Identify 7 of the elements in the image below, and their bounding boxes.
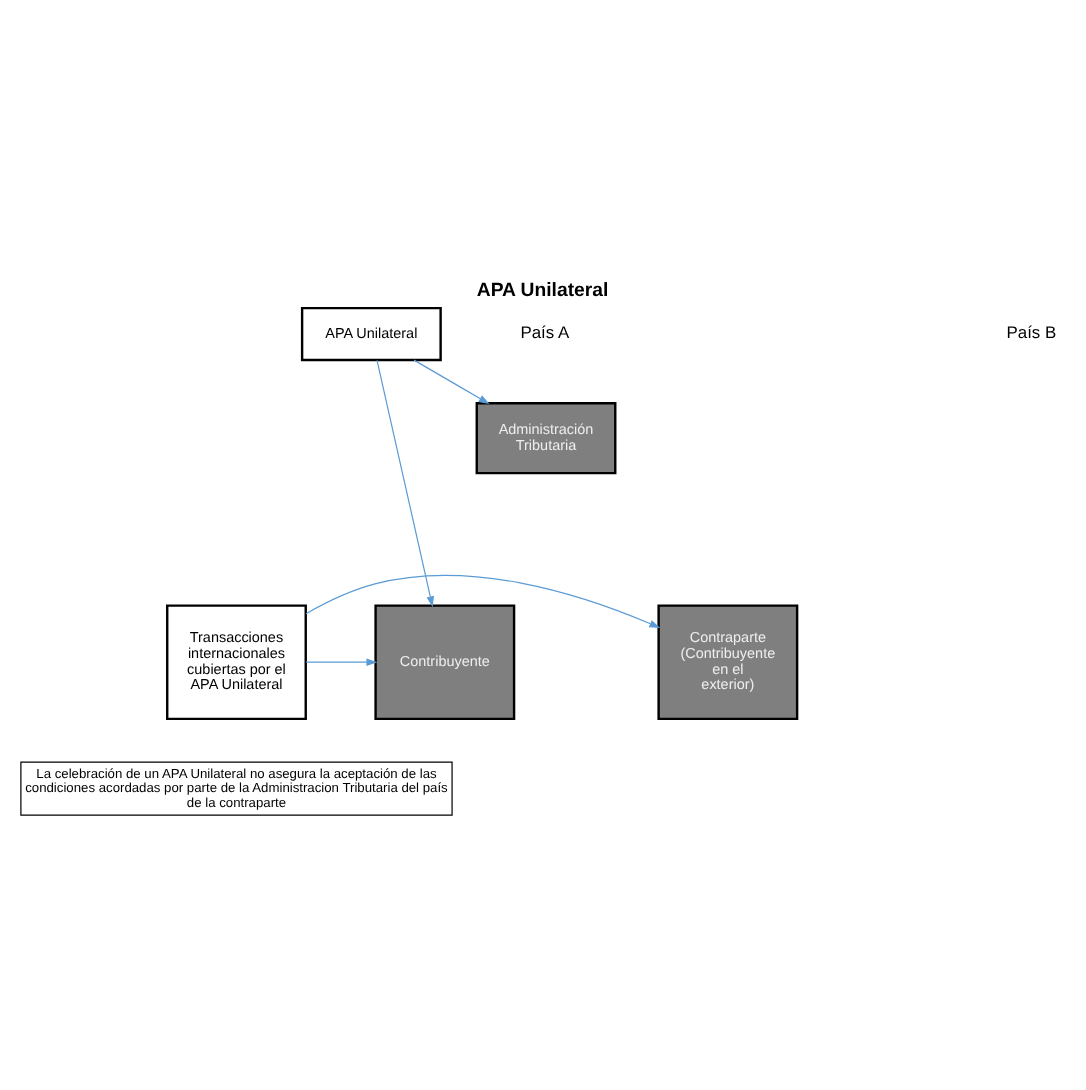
arrow: [376, 358, 435, 607]
label: País A: [520, 321, 570, 342]
arrow: [305, 573, 661, 627]
label: País B: [1006, 321, 1057, 342]
arrow: [305, 657, 378, 665]
diagram-title: APA Unilateral: [476, 278, 609, 301]
arrow: [413, 358, 490, 404]
